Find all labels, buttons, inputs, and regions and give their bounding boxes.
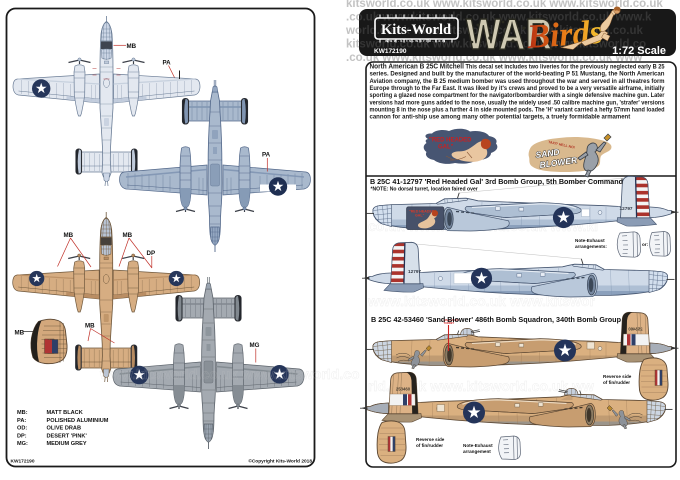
svg-text:MB: MB [85,323,95,330]
svg-text:1:72 Scale: 1:72 Scale [612,45,666,57]
svg-text:SAND: SAND [535,147,560,160]
svg-text:DP:: DP: [17,433,27,439]
svg-text:DP: DP [147,250,156,257]
svg-text:*NOTE: No dorsal turret, locat: *NOTE: No dorsal turret, location faired… [371,187,478,193]
svg-text:12797: 12797 [408,269,421,274]
svg-text:arrangements:: arrangements: [575,244,607,249]
svg-text:OLIVE DRAB: OLIVE DRAB [47,426,82,432]
svg-text:Note-Exhaust: Note-Exhaust [463,443,493,448]
svg-text:Aviation company, the B 25 med: Aviation company, the B 25 medium bomber… [370,79,665,85]
svg-text:TAXI? HELL NO!: TAXI? HELL NO! [548,140,576,150]
svg-text:MB: MB [64,232,74,239]
svg-text:GAL": GAL" [415,214,425,218]
svg-text:Kits-World: Kits-World [381,22,451,38]
svg-text:PA:: PA: [17,418,26,424]
svg-text:kitsworld.co.uk www.kitsworld.: kitsworld.co.uk www.kitsworld.co.uk www.… [346,0,663,10]
svg-text:www.kits-world.com: www.kits-world.com [384,39,446,43]
svg-text:KW172190: KW172190 [11,459,35,465]
svg-text:or:: or: [642,242,649,247]
svg-text:of fin/rudder: of fin/rudder [416,443,443,448]
svg-text:PA: PA [163,60,172,67]
svg-text:cannon for anti-ship use among: cannon for anti-ship use among many othe… [370,115,631,121]
svg-text:rld.co.uk www.kitsworld.co.uk: rld.co.uk www.kitsworld.co.uk ww [368,378,594,394]
svg-text:OD:: OD: [17,426,27,432]
svg-text:TURRET: TURRET [444,321,455,325]
svg-text:MB: MB [127,43,137,50]
svg-text:MB:: MB: [17,410,28,416]
svg-text:of fin/rudder: of fin/rudder [603,380,630,385]
svg-text:.co.uk www.kitsworld.co.uk www: .co.uk www.kitsworld.co.uk www.kitsworld… [346,12,652,24]
svg-text:MB: MB [15,330,25,337]
svg-text:North American B 25C Mitchell: North American B 25C Mitchell This decal… [370,64,666,71]
svg-text:arrangement: arrangement [463,449,491,454]
svg-text:Europe through to the Far East: Europe through to the Far East. It was l… [370,86,666,92]
svg-text:B 25C 42-53460 'Sand Blower' 4: B 25C 42-53460 'Sand Blower' 486th Bomb … [371,315,621,324]
svg-text:Reverse side: Reverse side [603,374,632,379]
svg-text:"RED HEADED: "RED HEADED [409,210,435,214]
svg-text:www.kitsworld.co.uk www.kitswo: www.kitsworld.co.uk www.kitswor [367,293,595,309]
svg-text:"RED HEADED: "RED HEADED [429,138,472,144]
svg-text:GAL": GAL" [438,145,454,151]
svg-text:www.kitsworld.co.uk www.kitswo: www.kitsworld.co.uk www.kitsworld.co [99,366,360,382]
svg-text:PA: PA [262,152,271,159]
svg-text:MG: MG [250,342,260,349]
svg-text:MEDIUM GREY: MEDIUM GREY [47,441,87,447]
svg-text:world.co.uk www.kitsworld.co.u: world.co.uk www.kitsworld.co.uk www.kits… [345,25,644,37]
svg-text:series. Designed and built by: series. Designed and built by the manufa… [370,72,665,78]
svg-text:DESERT 'PINK': DESERT 'PINK' [47,433,88,439]
svg-text:Note-Exhaust: Note-Exhaust [575,238,605,243]
svg-text:KW172190: KW172190 [374,48,407,55]
svg-text:MAKE SURE: MAKE SURE [444,318,460,322]
svg-text:12797: 12797 [620,206,633,211]
svg-text:Reverse side: Reverse side [416,437,445,442]
svg-text:MB: MB [123,232,133,239]
svg-text:Birds: Birds [525,14,604,56]
svg-text:WAR: WAR [466,10,552,59]
svg-text:B 25C 41-12797 'Red Headed Gal: B 25C 41-12797 'Red Headed Gal' 3rd Bomb… [370,177,623,186]
svg-text:©Copyright Kits-World 2018: ©Copyright Kits-World 2018 [248,458,312,465]
svg-text:MATT BLACK: MATT BLACK [47,410,83,416]
svg-text:MG:: MG: [17,441,28,447]
svg-text:mounting 8 in the nose plus a: mounting 8 in the nose plus a further 4 … [370,107,665,113]
svg-text:POLISHED ALUMINIUM: POLISHED ALUMINIUM [47,418,109,424]
svg-text:versions had more guns added t: versions had more guns added to the nose… [370,100,666,106]
svg-text:sporting a glazed nose compart: sporting a glazed nose compartment for t… [370,93,666,99]
